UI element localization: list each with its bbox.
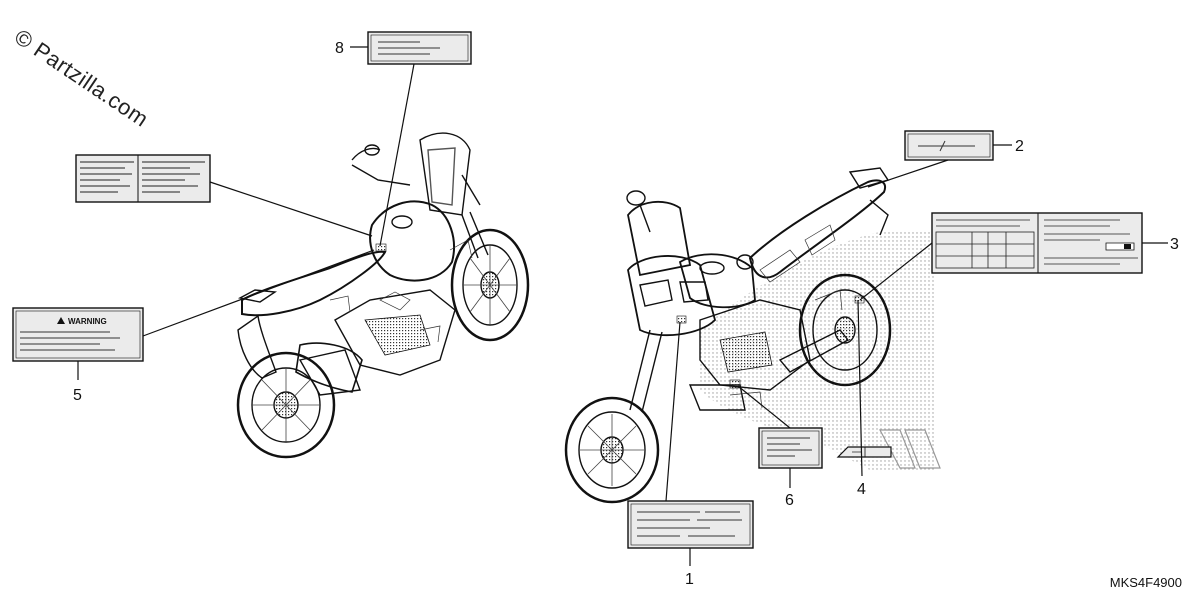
callout-5: 5: [73, 387, 82, 404]
motorcycle-left-view: [236, 132, 530, 459]
callout-3: 3: [1170, 236, 1179, 253]
label-table-left: [75, 154, 211, 203]
label-1: [627, 500, 754, 549]
warning-triangle-icon: [57, 317, 65, 324]
label-8: [367, 31, 472, 65]
honda-logo-outline: [879, 429, 941, 469]
callout-1: 1: [685, 571, 694, 588]
label-6: [758, 427, 823, 469]
label-4: [836, 446, 892, 458]
callouts: 8 5 2 3 4 6 1: [73, 40, 1179, 588]
callout-8: 8: [335, 40, 344, 57]
diagram-code: MKS4F4900: [1109, 575, 1182, 590]
label-5-warning: WARNING: [12, 307, 144, 362]
callout-6: 6: [785, 492, 794, 509]
motorcycle-right-view: [564, 167, 892, 504]
callout-4: 4: [857, 481, 866, 498]
label-3: [931, 212, 1143, 274]
callout-2: 2: [1015, 138, 1024, 155]
leader-lines: [77, 46, 1168, 566]
warning-text: WARNING: [68, 317, 107, 326]
label-2: [904, 130, 994, 161]
